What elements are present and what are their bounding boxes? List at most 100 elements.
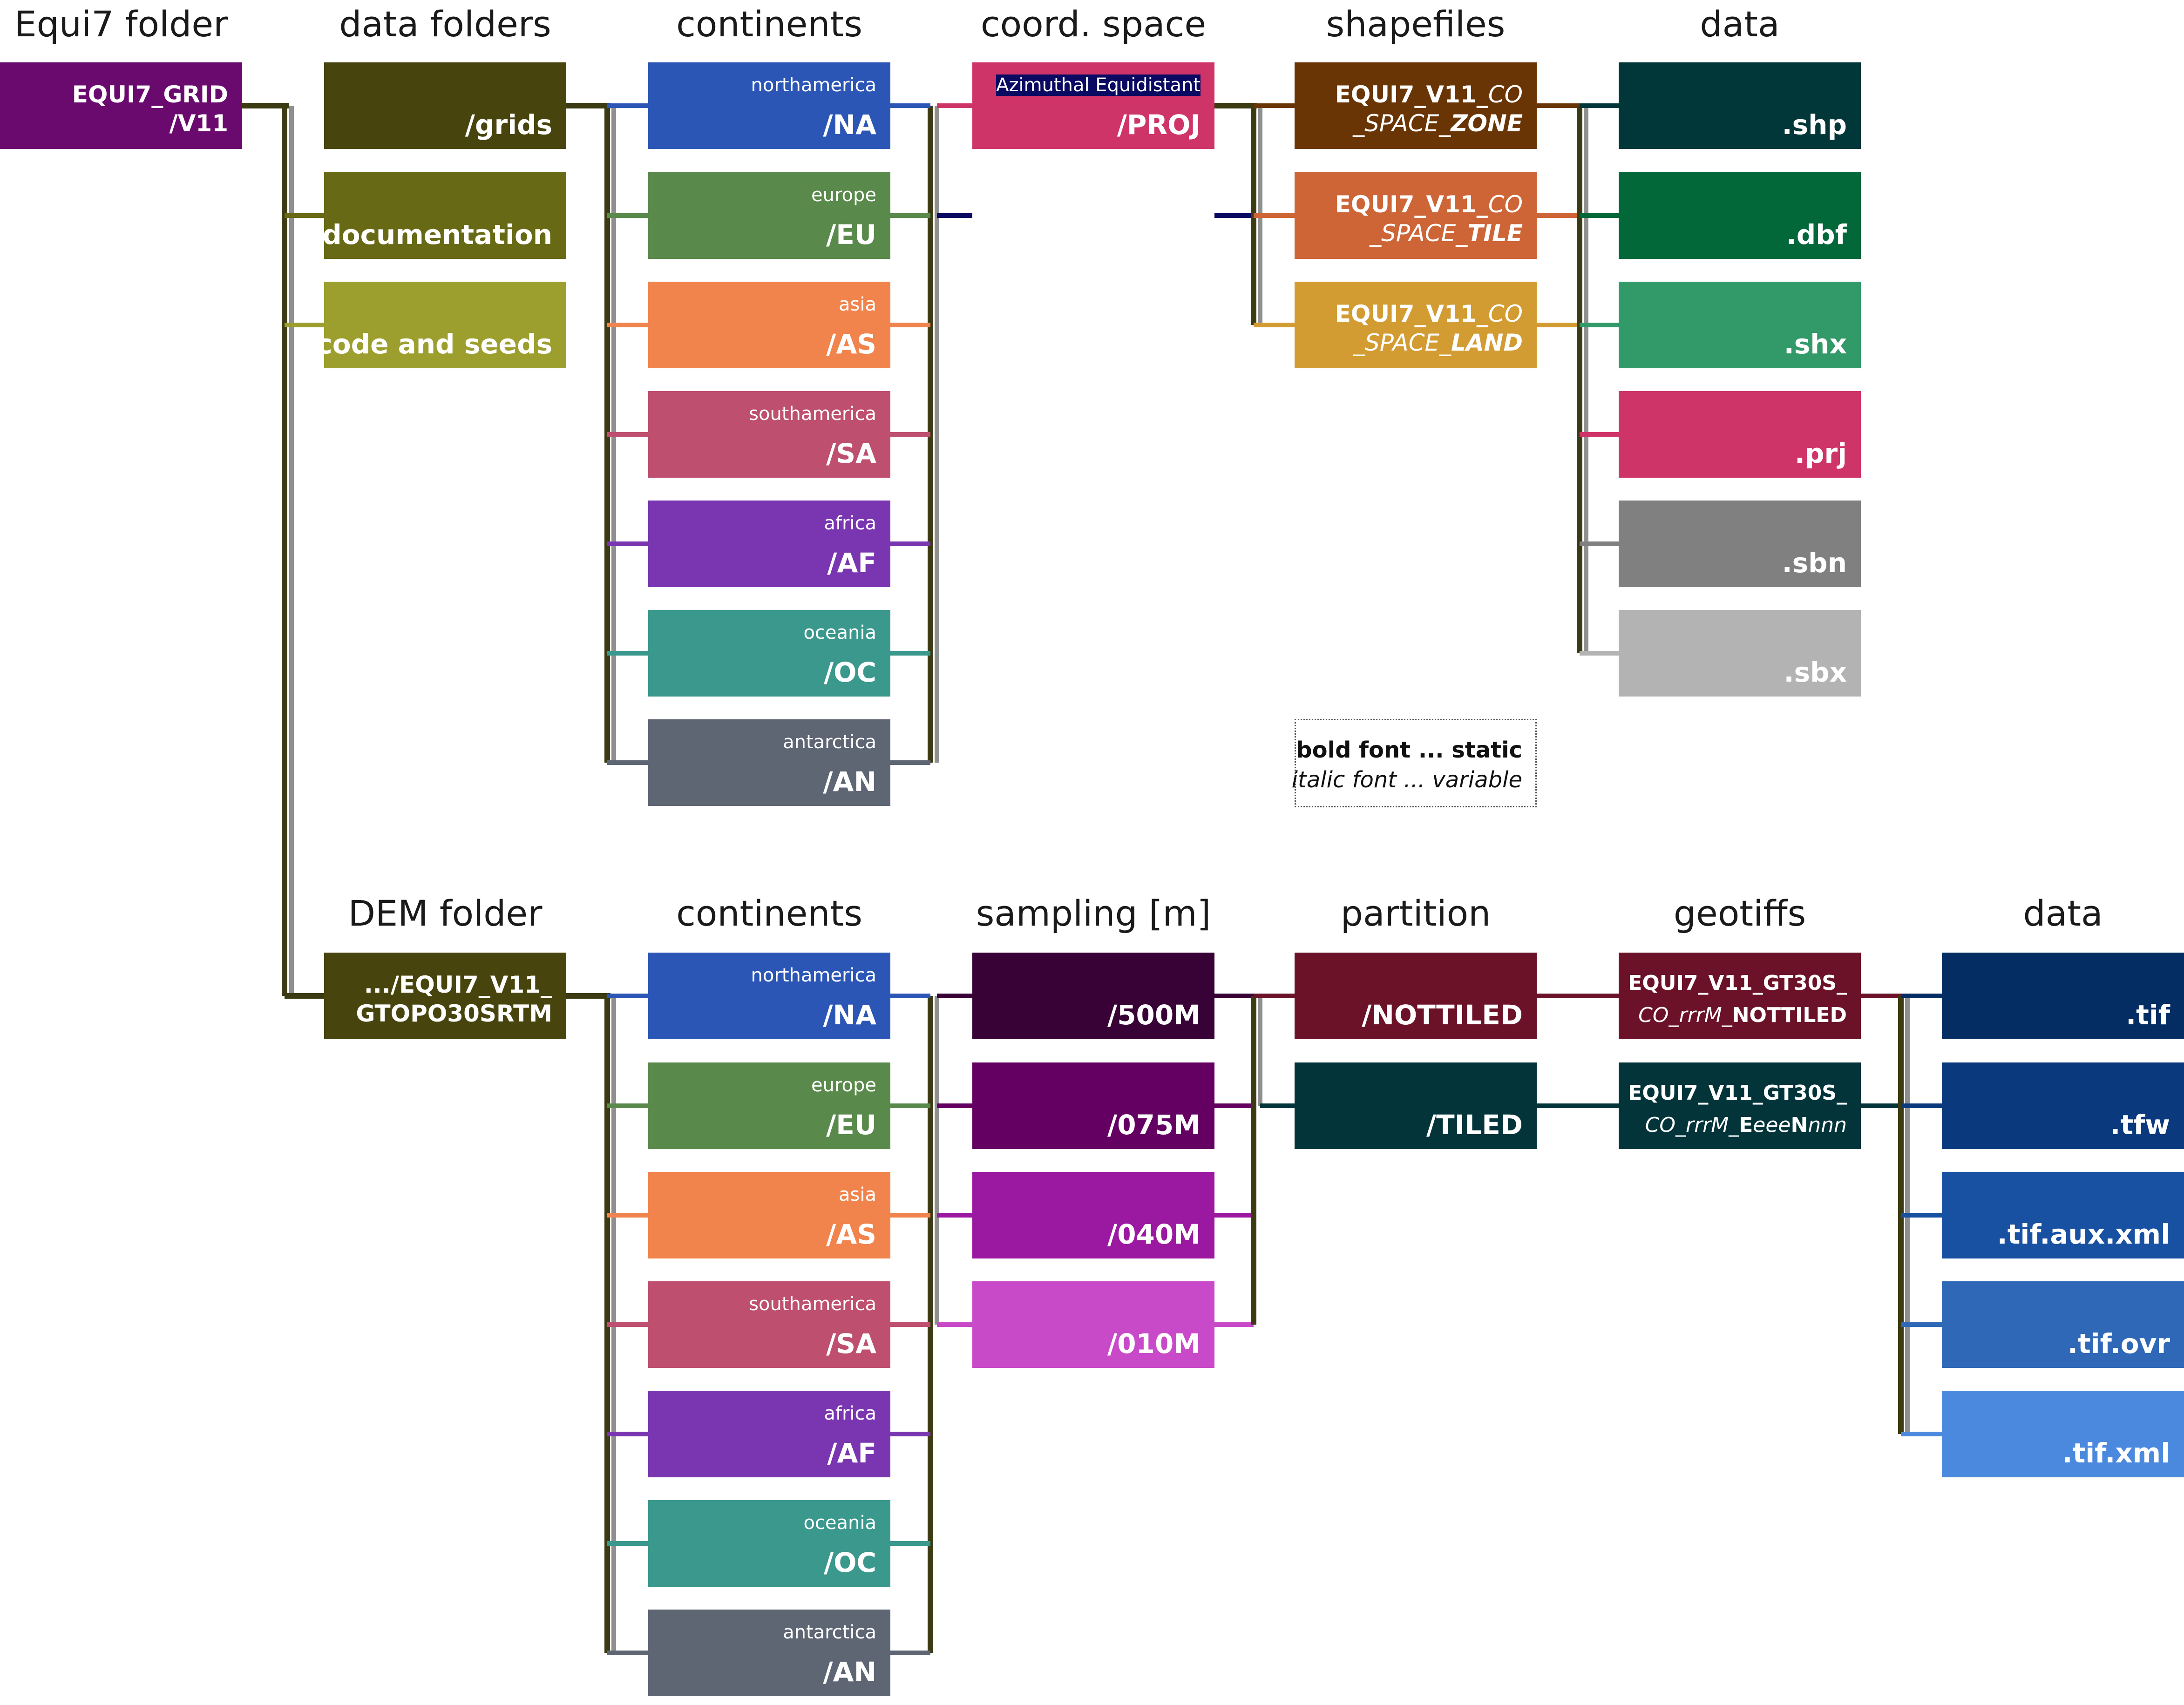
geotiff-nottiled[interactable]: EQUI7_V11_GT30S_ CO_rrrM_NOTTILED (1619, 953, 1861, 1039)
shapefile-land[interactable]: EQUI7_V11_CO _SPACE_LAND (1295, 282, 1537, 368)
continent-code: /EU (826, 219, 876, 250)
dem-continent-as[interactable]: asia /AS (648, 1172, 890, 1258)
file-extension: .tif.ovr (2068, 1328, 2170, 1360)
continent-code: /AF (827, 1437, 876, 1469)
coord-space-geog[interactable]: WGS84 Lat/Lon /GEOG (972, 172, 1214, 259)
coord-space-code: /GEOG (1105, 219, 1201, 250)
shapefile-line2: _SPACE_LAND (1353, 329, 1523, 356)
sampling-075m[interactable]: /075M (972, 1062, 1214, 1149)
folder-label: /code and seeds (324, 328, 552, 360)
legend-static: bold font ... static (1296, 737, 1522, 763)
file-dbf[interactable]: .dbf (1619, 172, 1861, 259)
dem-continent-na[interactable]: northamerica /NA (648, 953, 890, 1039)
continent-name: asia (839, 294, 876, 315)
file-shp[interactable]: .shp (1619, 62, 1861, 149)
file-extension: .sbx (1784, 656, 1847, 688)
continent-code: /SA (826, 1328, 876, 1360)
continent-folder-sa[interactable]: southamerica /SA (648, 391, 890, 478)
continent-code: /AS (826, 1218, 876, 1250)
partition-tiled[interactable]: /TILED (1295, 1062, 1537, 1149)
root-folder-name: EQUI7_GRID (72, 81, 228, 108)
sampling-label: /075M (1107, 1109, 1201, 1141)
geotiff-line2: CO_rrrM_EeeeNnnn (1645, 1113, 1847, 1137)
continent-code: /AS (826, 328, 876, 360)
dem-folder-line2: GTOPO30SRTM (356, 1000, 552, 1027)
file-prj[interactable]: .prj (1619, 391, 1861, 478)
geotiff-tiled[interactable]: EQUI7_V11_GT30S_ CO_rrrM_EeeeNnnn (1619, 1062, 1861, 1149)
file-tif-xml[interactable]: .tif.xml (1942, 1391, 2184, 1477)
continent-name: southamerica (749, 403, 876, 425)
sampling-040m[interactable]: /040M (972, 1172, 1214, 1258)
dem-continent-sa[interactable]: southamerica /SA (648, 1281, 890, 1368)
dem-folder-box[interactable]: .../EQUI7_V11_ GTOPO30SRTM (324, 953, 566, 1039)
continent-code: /AN (823, 766, 876, 798)
sampling-500m[interactable]: /500M (972, 953, 1214, 1039)
file-extension: .shx (1784, 328, 1847, 360)
partition-label: /TILED (1426, 1109, 1523, 1141)
file-extension: .tfw (2110, 1109, 2170, 1141)
header-coord-space: coord. space (980, 3, 1207, 45)
file-tif-aux-xml[interactable]: .tif.aux.xml (1942, 1172, 2184, 1258)
header-sampling: sampling [m] (976, 893, 1211, 934)
file-sbn[interactable]: .sbn (1619, 501, 1861, 587)
header-shapefiles: shapefiles (1326, 3, 1506, 45)
continent-folder-na[interactable]: northamerica /NA (648, 62, 890, 149)
file-extension: .dbf (1786, 219, 1847, 250)
file-extension: .tif.aux.xml (1997, 1218, 2170, 1250)
root-folder-version: /V11 (169, 110, 228, 137)
file-tif[interactable]: .tif (1942, 953, 2184, 1039)
header-continents-bottom: continents (676, 893, 862, 934)
root-folder-box[interactable]: EQUI7_GRID /V11 (0, 62, 242, 149)
shapefile-tile[interactable]: EQUI7_V11_CO _SPACE_TILE (1295, 172, 1537, 259)
dem-continent-af[interactable]: africa /AF (648, 1391, 890, 1477)
geotiff-line1: EQUI7_V11_GT30S_ (1628, 971, 1847, 995)
shapefile-zone[interactable]: EQUI7_V11_CO _SPACE_ZONE (1295, 62, 1537, 149)
partition-label: /NOTTILED (1362, 999, 1523, 1031)
sampling-010m[interactable]: /010M (972, 1281, 1214, 1368)
folder-label: /grids (465, 109, 552, 141)
header-continents-top: continents (676, 3, 862, 45)
continent-name: africa (824, 513, 876, 534)
sampling-label: /010M (1107, 1328, 1201, 1360)
header-dem-folder: DEM folder (348, 893, 543, 934)
continent-folder-eu[interactable]: europe /EU (648, 172, 890, 259)
coord-space-proj[interactable]: Azimuthal Equidistant /PROJ (972, 62, 1214, 149)
sampling-label: /040M (1107, 1218, 1201, 1250)
file-extension: .tif (2126, 999, 2170, 1031)
folder-code-and-seeds[interactable]: /code and seeds (324, 282, 566, 368)
coord-space-code: /PROJ (1117, 109, 1201, 141)
continent-name: asia (839, 1184, 876, 1205)
folder-documentation[interactable]: /documentation (324, 172, 566, 259)
continent-name: oceania (803, 1512, 876, 1534)
file-extension: .sbn (1782, 547, 1847, 579)
continent-folder-af[interactable]: africa /AF (648, 501, 890, 587)
dem-continent-eu[interactable]: europe /EU (648, 1062, 890, 1149)
folder-grids[interactable]: /grids (324, 62, 566, 149)
continent-name: southamerica (749, 1293, 876, 1315)
partition-nottiled[interactable]: /NOTTILED (1295, 953, 1537, 1039)
continent-code: /OC (823, 656, 876, 688)
shapefile-line2: _SPACE_ZONE (1353, 110, 1523, 137)
header-partition: partition (1340, 893, 1491, 934)
continent-code: /NA (823, 109, 876, 141)
shapefile-line2: _SPACE_TILE (1370, 220, 1523, 247)
continent-name: antarctica (783, 1622, 876, 1643)
file-shx[interactable]: .shx (1619, 282, 1861, 368)
continent-name: northamerica (751, 74, 876, 96)
continent-code: /OC (823, 1547, 876, 1578)
continent-folder-oc[interactable]: oceania /OC (648, 610, 890, 697)
header-equi7-folder: Equi7 folder (14, 3, 228, 45)
dem-continent-oc[interactable]: oceania /OC (648, 1500, 890, 1587)
continent-folder-an[interactable]: antarctica /AN (648, 719, 890, 806)
shapefile-line1: EQUI7_V11_CO (1335, 191, 1523, 218)
dem-continent-an[interactable]: antarctica /AN (648, 1610, 890, 1696)
continent-code: /EU (826, 1109, 876, 1141)
file-tfw[interactable]: .tfw (1942, 1062, 2184, 1149)
file-tif-ovr[interactable]: .tif.ovr (1942, 1281, 2184, 1368)
continent-folder-as[interactable]: asia /AS (648, 282, 890, 368)
dem-folder-line1: .../EQUI7_V11_ (364, 971, 552, 998)
header-data-folders: data folders (339, 3, 551, 45)
continent-code: /NA (823, 999, 876, 1031)
file-sbx[interactable]: .sbx (1619, 610, 1861, 697)
